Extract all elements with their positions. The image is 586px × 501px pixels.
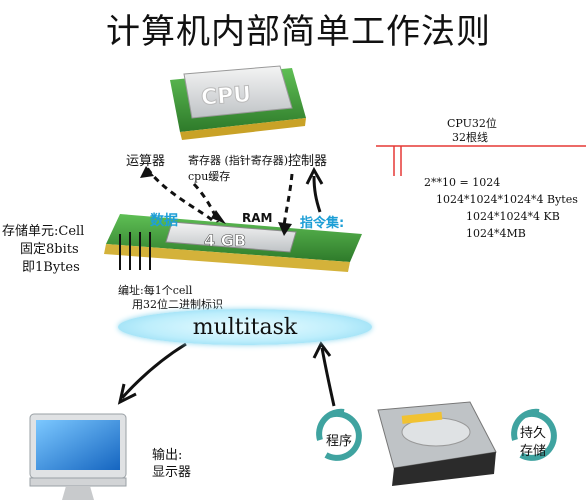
disk-to-multitask-arrowhead	[312, 341, 332, 359]
disk-to-multitask-arrow	[320, 347, 336, 407]
page-title: 计算机内部简单工作法则	[106, 12, 491, 52]
controller-label: 控制器	[288, 154, 328, 169]
cpu-chip-text: CPU	[200, 82, 252, 110]
cpu32-note-line2: 32根线	[452, 131, 488, 144]
monitor-icon	[29, 413, 127, 500]
persist-label-line1: 持久	[520, 426, 547, 441]
calc-line3: 1024*1024*4 KB	[466, 210, 560, 223]
addressing-line1: 编址:每1个cell	[118, 284, 193, 297]
cpu-cache-label: cpu缓存	[188, 170, 231, 183]
output-label-line1: 输出:	[152, 448, 183, 463]
instruction-to-controller-arrow	[312, 175, 322, 213]
calc-line2: 1024*1024*1024*4 Bytes	[436, 193, 578, 206]
storage-unit-line1: 存储单元:Cell	[2, 224, 85, 239]
cpu32-note-line1: CPU32位	[447, 117, 497, 130]
multitask-ellipse: multitask	[118, 309, 372, 345]
alu-label: 运算器	[126, 154, 166, 169]
multitask-to-monitor-arrowhead	[117, 383, 137, 405]
calc-line1: 2**10 = 1024	[424, 176, 501, 189]
ram-label: RAM	[242, 211, 272, 225]
hard-drive-icon	[377, 401, 497, 486]
output-label-line2: 显示器	[152, 465, 192, 480]
program-label: 程序	[326, 434, 353, 449]
registers-to-ram-arrowhead	[211, 210, 226, 224]
calc-line4: 1024*4MB	[466, 227, 526, 240]
cycle-arrows-icon	[316, 408, 557, 461]
registers-label: 寄存器 (指针寄存器)	[188, 154, 289, 167]
ram-module-icon	[104, 214, 362, 272]
storage-unit-line2: 固定8bits	[20, 242, 79, 257]
controller-to-ram-arrowhead	[278, 222, 292, 236]
instruction-set-label: 指令集:	[300, 216, 345, 231]
registers-to-ram-arrow	[192, 182, 220, 223]
multitask-to-monitor-arrow	[120, 342, 187, 400]
ram-to-alu-arrowhead	[140, 166, 154, 178]
data-label: 数据	[150, 213, 178, 229]
cpu-chip-icon: CPU	[170, 65, 306, 140]
ram-size-label: 4 GB	[204, 231, 246, 250]
storage-unit-line3: 即1Bytes	[22, 260, 80, 275]
persist-label-line2: 存储	[520, 444, 547, 459]
instruction-to-controller-arrowhead	[305, 166, 324, 185]
controller-to-ram-arrow	[282, 173, 294, 227]
addressing-line2: 用32位二进制标识	[132, 298, 223, 311]
